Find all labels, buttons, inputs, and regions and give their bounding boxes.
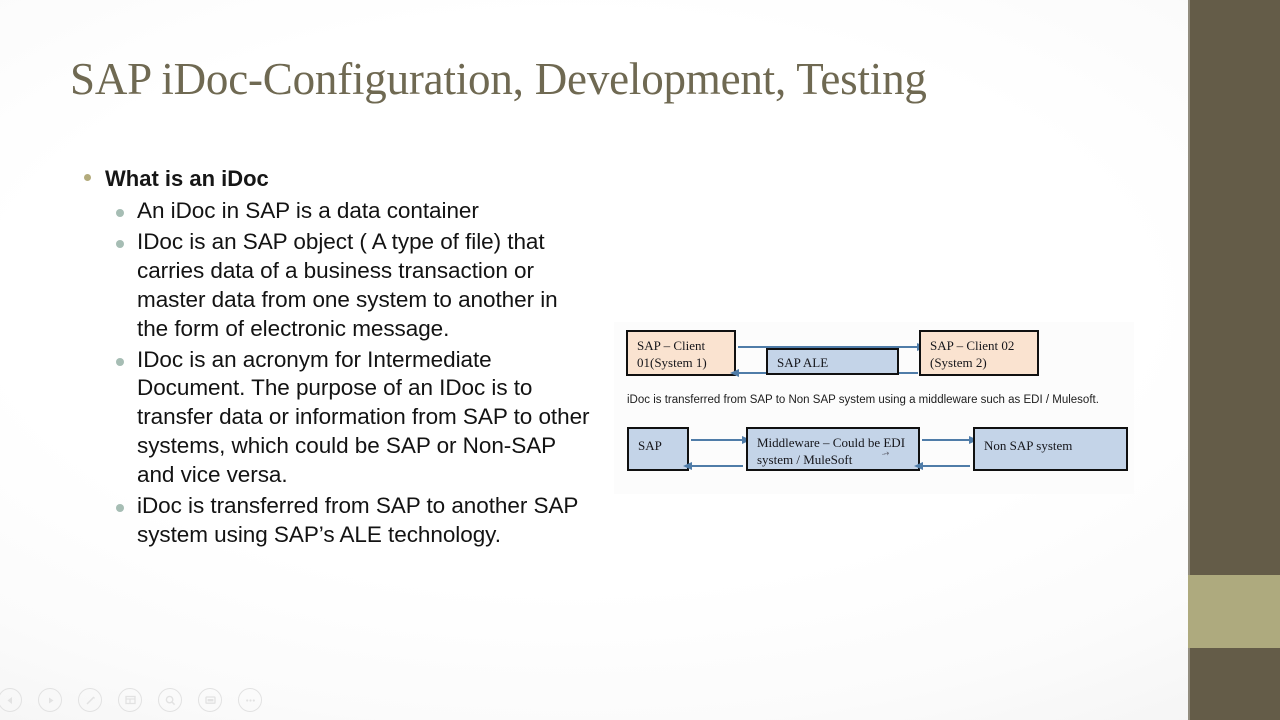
bullet-dot-icon [116,357,124,366]
arrow-middleware-to-sap [683,461,743,470]
arrow-sap-to-middleware [691,435,751,444]
pen-icon[interactable] [78,688,102,712]
diagram-box-sap-client-01: SAP – Client 01(System 1) [626,330,736,376]
band-accent-block [1188,575,1280,648]
list-item: iDoc is transferred from SAP to another … [116,492,594,550]
page-title: SAP iDoc-Configuration, Development, Tes… [70,54,927,104]
band-seam [1188,0,1190,720]
diagram-box-non-sap-system: Non SAP system [973,427,1128,471]
bullet-text: IDoc is an SAP object ( A type of file) … [137,228,558,341]
list-item: What is an iDoc [84,164,594,193]
diagram-caption: iDoc is transferred from SAP to Non SAP … [627,394,1099,406]
presentation-toolbar[interactable] [0,688,262,712]
bullet-text: An iDoc in SAP is a data container [137,198,479,224]
slide-decoration-band [1188,0,1280,720]
slides-grid-icon[interactable] [118,688,142,712]
bullet-text: IDoc is an acronym for Intermediate Docu… [137,346,590,488]
bullet-text: iDoc is transferred from SAP to another … [137,493,578,547]
zoom-icon[interactable] [158,688,182,712]
list-item: IDoc is an acronym for Intermediate Docu… [116,346,594,491]
slide-canvas: SAP iDoc-Configuration, Development, Tes… [0,0,1188,720]
bullet-text: What is an iDoc [105,166,269,191]
list-item: An iDoc in SAP is a data container [116,197,594,226]
arrow-middleware-to-nonsap [922,435,978,444]
bullet-list: What is an iDoc An iDoc in SAP is a data… [84,164,594,552]
diagram-box-sap-client-02: SAP – Client 02 (System 2) [919,330,1039,376]
list-item: IDoc is an SAP object ( A type of file) … [116,228,594,344]
diagram-box-sap-ale: SAP ALE [766,348,899,375]
more-options-icon[interactable] [238,688,262,712]
present-screen-icon[interactable] [198,688,222,712]
bullet-dot-icon [116,504,124,513]
idoc-flow-diagram: SAP – Client 01(System 1) SAP ALE SAP – … [614,322,1134,494]
bullet-dot-icon [84,174,91,181]
bullet-dot-icon [116,209,124,218]
diagram-box-sap: SAP [627,427,689,471]
previous-slide-icon[interactable] [0,688,22,712]
arrow-nonsap-to-middleware [914,461,970,470]
bullet-dot-icon [116,239,124,248]
play-icon[interactable] [38,688,62,712]
diagram-box-middleware: Middleware – Could be EDI system / MuleS… [746,427,920,471]
